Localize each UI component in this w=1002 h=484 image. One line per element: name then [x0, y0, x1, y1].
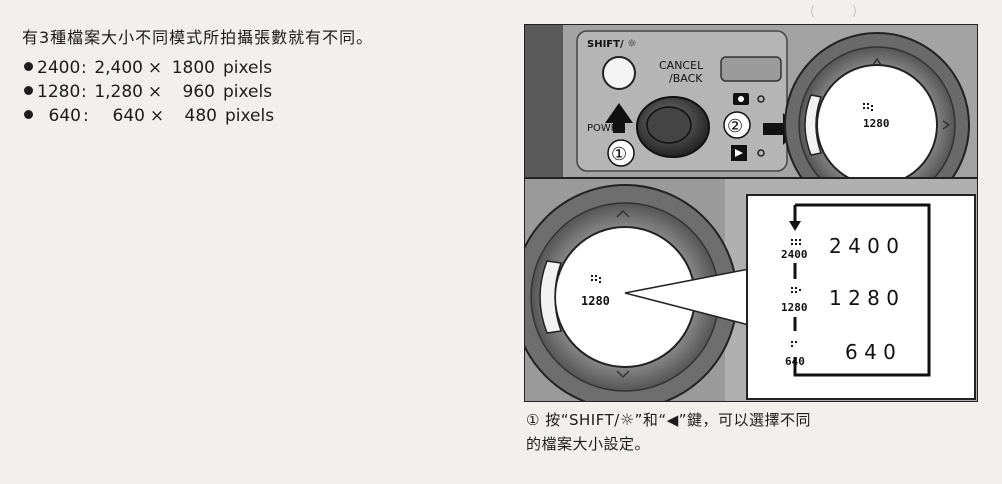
spec-mode: 1280 [37, 82, 81, 102]
dial-size-glyph [863, 103, 873, 111]
spec-width: 2,400 [94, 58, 143, 78]
step-one-label: ① [611, 144, 627, 165]
spec-colon: : [81, 58, 87, 78]
caption-line-1: ① 按“SHIFT/☼”和“◀”鍵，可以選擇不同 [526, 408, 986, 432]
menu-item-1280[interactable]: 1280 1 2 8 0 [781, 286, 899, 314]
spec-height: 480 [184, 106, 217, 126]
menu-value: 1 2 8 0 [829, 286, 899, 310]
top-panel: SHIFT/ ☼ CANCEL /BACK POWER ① ② 1280 [525, 25, 977, 218]
spec-unit: pixels [223, 82, 273, 102]
caption-text: ”鍵，可以選擇不同 [678, 411, 812, 429]
shift-label: SHIFT/ [587, 39, 624, 50]
cancel-label: CANCEL [659, 59, 704, 72]
bullet-icon [24, 86, 33, 95]
bottom-dial-value: 1280 [581, 294, 610, 308]
menu-item-640[interactable]: 640 6 4 0 [785, 340, 896, 368]
left-arrow-button[interactable] [804, 94, 822, 156]
ghost-text: ( ) [810, 4, 859, 19]
spec-unit: pixels [225, 106, 275, 126]
power-label: POWER [587, 123, 624, 134]
spec-height: 1800 [171, 58, 215, 78]
spec-mode: 2400 [37, 58, 81, 78]
menu-value: 2 4 0 0 [829, 234, 899, 258]
sun-icon: ☼ [627, 37, 637, 50]
bullet-icon [24, 62, 33, 71]
step-two-label: ② [727, 116, 743, 137]
intro-text: 有3種檔案大小不同模式所拍攝張數就有不同。 [22, 28, 374, 47]
spec-row-2400: 2400 : 2,400 × 1800 pixels [24, 58, 274, 82]
resolution-spec-list: 2400 : 2,400 × 1800 pixels 1280 : 1,280 … [24, 58, 274, 130]
bottom-panel: 1280 2400 2 4 0 0 [525, 179, 977, 401]
back-label: /BACK [669, 72, 703, 85]
spec-mode: 640 [48, 106, 81, 126]
spec-unit: pixels [223, 58, 273, 78]
caption-line-2: 的檔案大小設定。 [526, 435, 651, 453]
times-sign: × [149, 106, 165, 126]
sun-icon: ☼ [619, 410, 635, 429]
menu-icon-label: 1280 [781, 301, 808, 314]
left-arrow-button-bottom[interactable] [539, 260, 563, 334]
figure-caption: ① 按“SHIFT/☼”和“◀”鍵，可以選擇不同 的檔案大小設定。 [526, 408, 986, 456]
spec-colon: : [81, 82, 87, 102]
bottom-dial-glyph [591, 275, 601, 283]
shift-button[interactable] [602, 56, 636, 90]
camera-illustration: SHIFT/ ☼ CANCEL /BACK POWER ① ② 1280 [524, 24, 978, 402]
caption-text: 按“SHIFT/ [539, 411, 620, 429]
cycle-arrow-icon [789, 221, 801, 231]
left-triangle-icon: ◀ [666, 411, 679, 429]
size-menu-panel [746, 194, 976, 400]
bullet-icon [24, 110, 33, 119]
spec-row-1280: 1280 : 1,280 × 960 pixels [24, 82, 274, 106]
spec-height: 960 [182, 82, 215, 102]
caption-text: ”和“ [634, 411, 667, 429]
spec-row-640: 640 : 640 × 480 pixels [24, 106, 274, 130]
menu-value: 6 4 0 [845, 340, 896, 364]
spec-colon: : [83, 106, 89, 126]
spec-width: 1,280 [94, 82, 143, 102]
times-sign: × [147, 58, 163, 78]
menu-icon-label: 640 [785, 355, 805, 368]
times-sign: × [147, 82, 163, 102]
menu-icon-label: 2400 [781, 248, 808, 261]
spec-width: 640 [112, 106, 145, 126]
caption-step-number: ① [526, 411, 540, 429]
top-dial-value: 1280 [863, 117, 890, 130]
press-arrow-icon [605, 103, 633, 133]
menu-item-2400[interactable]: 2400 2 4 0 0 [781, 234, 899, 261]
